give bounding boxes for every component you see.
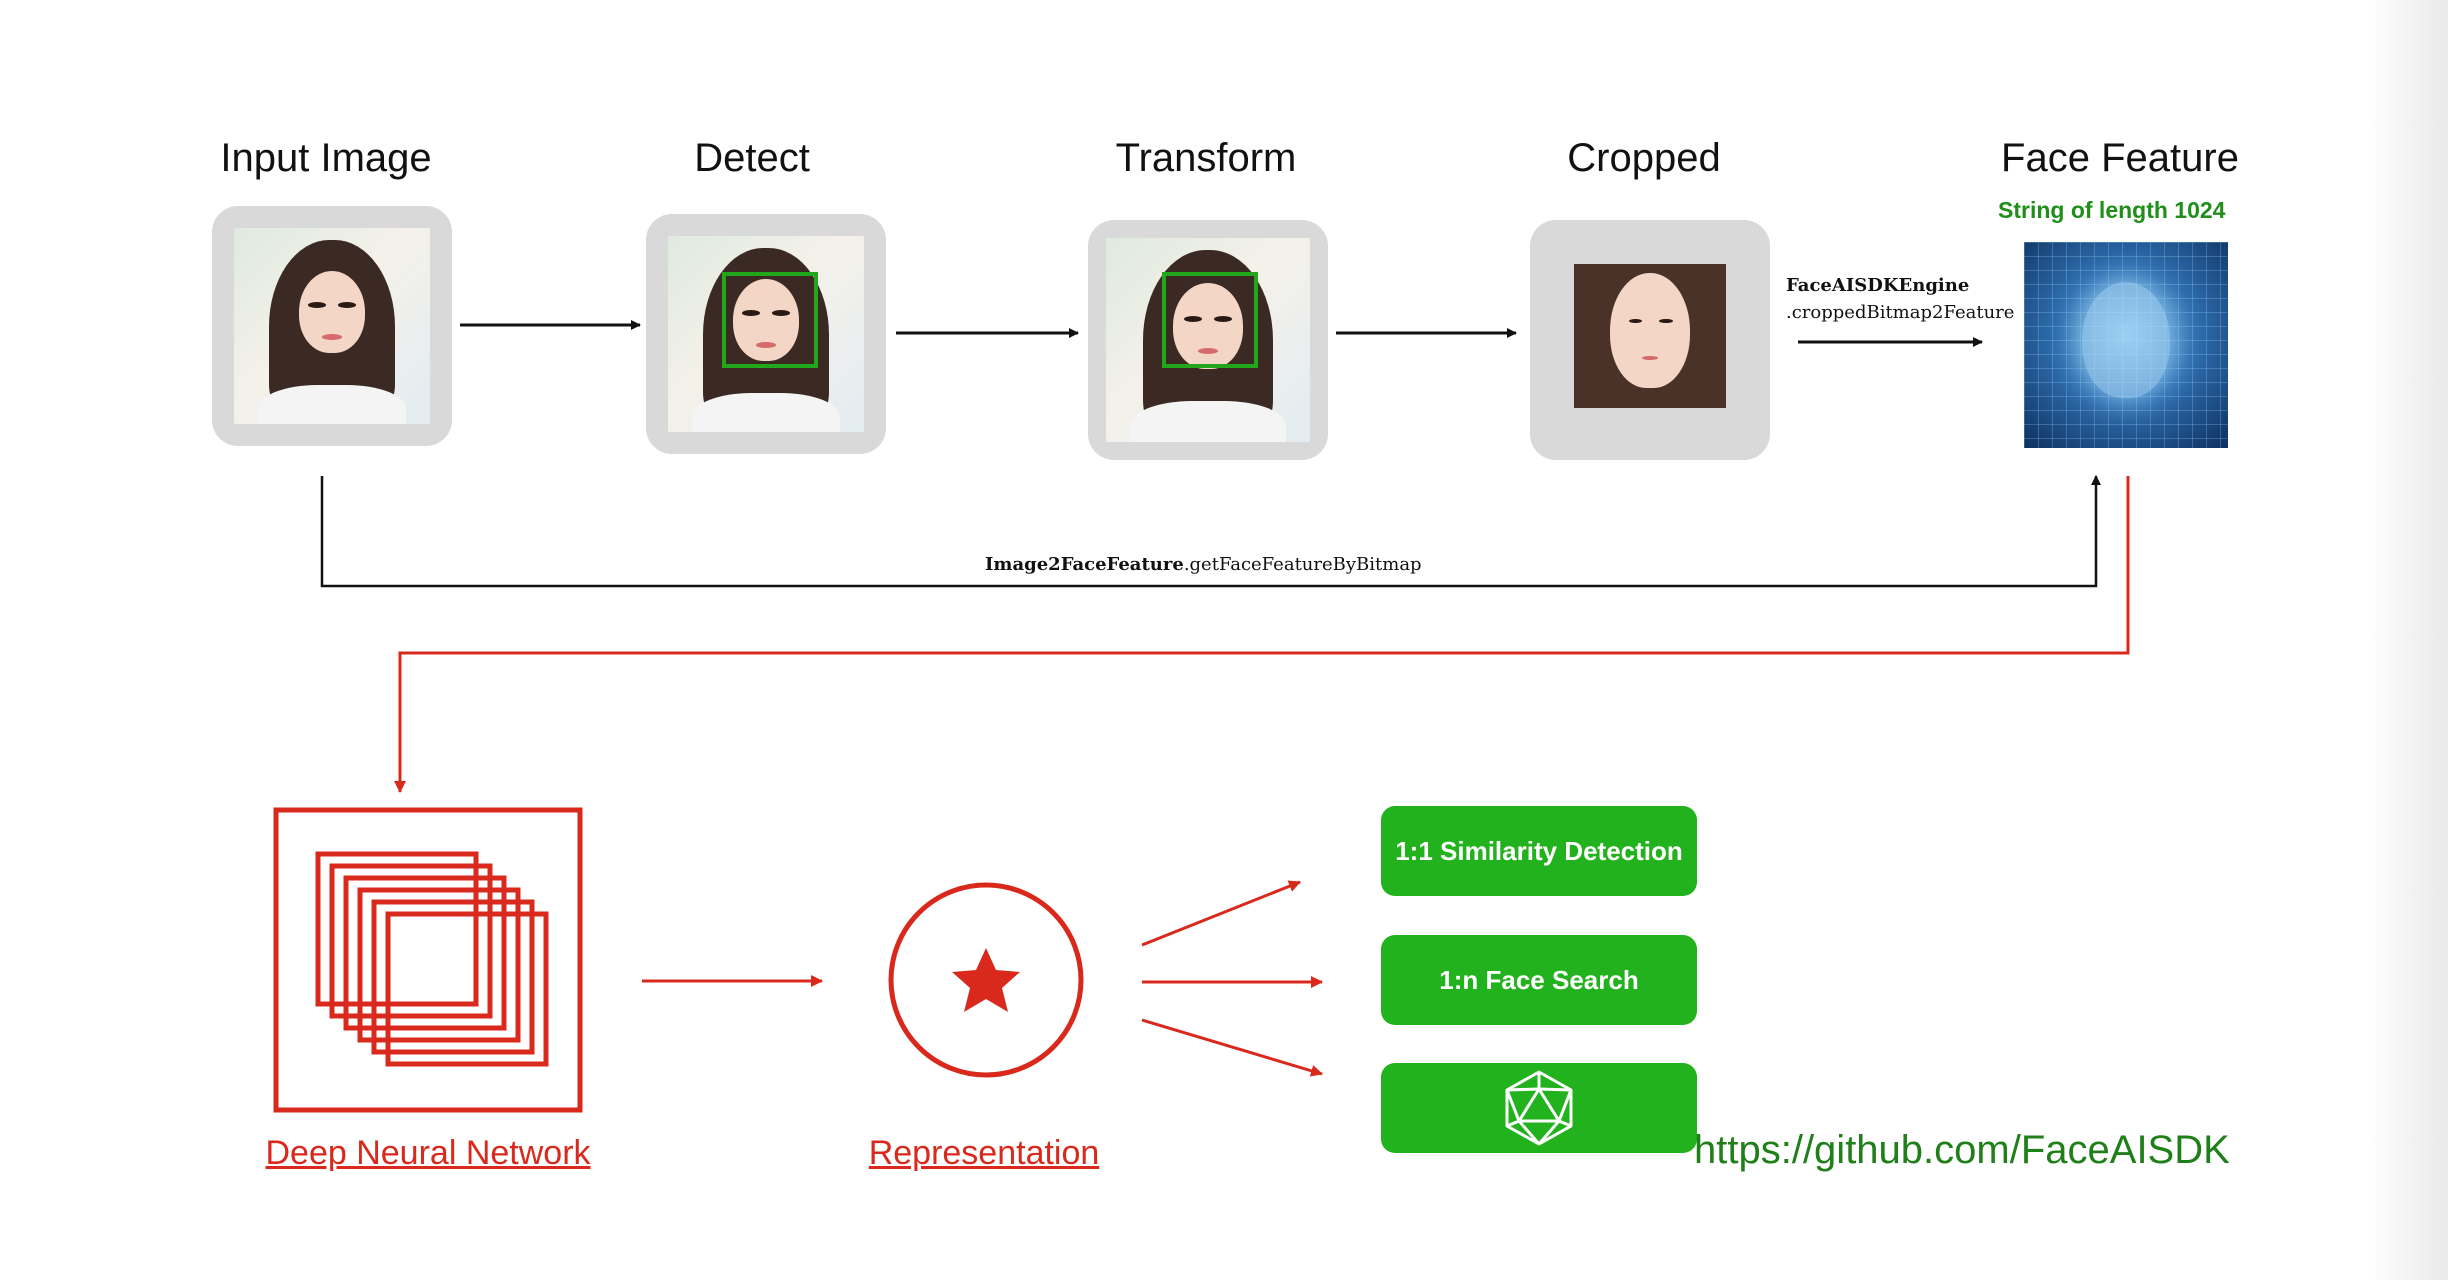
step-title-face-feature: Face Feature <box>2001 136 2239 180</box>
cropped-frame <box>1530 220 1770 460</box>
face-search-label: 1:n Face Search <box>1439 964 1639 995</box>
bypass-class-name: Image2FaceFeature <box>985 554 1184 575</box>
page-edge-shadow <box>2368 0 2448 1280</box>
bypass-method-name: .getFaceFeatureByBitmap <box>1183 554 1422 575</box>
step-title-cropped: Cropped <box>1567 136 1721 180</box>
engine-method-label: .croppedBitmap2Feature <box>1786 302 2015 323</box>
transform-portrait-image <box>1106 238 1310 442</box>
feature-length-subtitle: String of length 1024 <box>1998 197 2226 223</box>
neural-network-icon <box>273 807 583 1113</box>
input-portrait-image <box>234 228 430 424</box>
arrow-to-third-action <box>1141 1018 1323 1077</box>
deep-neural-network-link[interactable]: Deep Neural Network <box>265 1134 591 1172</box>
bypass-label: Image2FaceFeature.getFaceFeatureByBitmap <box>985 554 1422 575</box>
detect-frame <box>646 214 886 454</box>
face-feature-image <box>2024 242 2228 448</box>
input-image-frame <box>212 206 452 446</box>
representation-link[interactable]: Representation <box>868 1134 1100 1172</box>
transform-frame <box>1088 220 1328 460</box>
arrow-to-similarity <box>1141 880 1301 947</box>
bypass-connector <box>320 475 2101 588</box>
icosahedron-button[interactable] <box>1381 1063 1697 1153</box>
representation-icon <box>888 882 1084 1078</box>
detect-portrait-image <box>668 236 864 432</box>
similarity-detection-button[interactable]: 1:1 Similarity Detection <box>1381 806 1697 896</box>
face-search-button[interactable]: 1:n Face Search <box>1381 935 1697 1025</box>
face-detection-box <box>722 272 818 368</box>
step-title-input-image: Input Image <box>220 136 432 180</box>
similarity-detection-label: 1:1 Similarity Detection <box>1395 835 1683 866</box>
engine-class-label: FaceAISDKEngine <box>1786 275 1970 296</box>
feature-to-network-connector <box>394 476 2130 793</box>
github-url-link[interactable]: https://github.com/FaceAISDK <box>1694 1128 2230 1172</box>
step-title-detect: Detect <box>694 136 810 180</box>
step-title-transform: Transform <box>1115 136 1297 180</box>
icosahedron-icon <box>1505 1070 1573 1146</box>
aligned-face-box <box>1162 272 1258 368</box>
cropped-face-image <box>1574 264 1726 408</box>
